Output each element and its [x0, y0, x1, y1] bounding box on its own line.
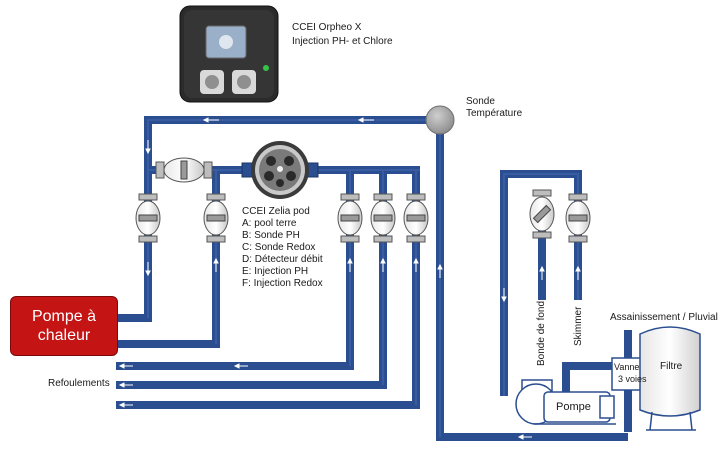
- controller-description: Injection PH- et Chlore: [292, 36, 393, 47]
- refoulements-label: Refoulements: [48, 378, 110, 389]
- bonde-de-fond-label: Bonde de fond: [536, 300, 547, 366]
- arrow-return-main: [517, 434, 532, 440]
- valve-icon: [135, 193, 161, 243]
- heat-pump-box: Pompe à chaleur: [10, 296, 118, 356]
- valve-icon: [155, 157, 213, 183]
- arrow-refoulement-2: [118, 382, 133, 388]
- valve-icon: [203, 193, 229, 243]
- pompe-label: Pompe: [556, 401, 591, 413]
- zelia-pod-item: F: Injection Redox: [242, 278, 323, 289]
- zelia-pod-item: B: Sonde PH: [242, 230, 300, 241]
- flow-arrows: [118, 117, 581, 440]
- vanne-label-line2: 3 voies: [618, 374, 647, 384]
- temperature-probe-label-line2: Température: [466, 108, 523, 119]
- pump-device: [515, 379, 616, 425]
- vanne-label-line1: Vanne: [614, 362, 640, 372]
- arrow-vertical-down: [145, 140, 507, 303]
- valve-icon: [529, 189, 555, 239]
- controller-name: CCEI Orpheo X: [292, 22, 362, 33]
- controller-device: [179, 5, 279, 103]
- arrow-refoulement-1: [118, 363, 248, 369]
- temperature-probe-icon: [425, 105, 455, 135]
- valve-icon: [403, 193, 429, 243]
- temperature-probe-label-line1: Sonde: [466, 96, 495, 107]
- zelia-pod-item: C: Sonde Redox: [242, 242, 316, 253]
- zelia-pod-item: D: Détecteur débit: [242, 254, 323, 265]
- filter-tank: [639, 326, 701, 431]
- valve-icon: [337, 193, 363, 243]
- zelia-pod: [241, 141, 319, 199]
- heat-pump-label-line1: Pompe à: [31, 308, 97, 325]
- valve-icon: [370, 193, 396, 243]
- heat-pump-label-line2: chaleur: [37, 327, 91, 344]
- arrow-vertical-up: [213, 257, 581, 280]
- zelia-pod-title: CCEI Zelia pod: [242, 206, 310, 217]
- zelia-pod-item: A: pool terre: [242, 218, 297, 229]
- zelia-pod-item: E: Injection PH: [242, 266, 309, 277]
- vertical-valves: [135, 189, 591, 243]
- filtre-label: Filtre: [660, 361, 683, 372]
- arrow-top-header: [202, 117, 374, 123]
- skimmer-label: Skimmer: [573, 306, 584, 346]
- valve-icon: [565, 193, 591, 243]
- assainissement-label: Assainissement / Pluvial: [610, 312, 718, 323]
- pipe-pump-to-vanne: [562, 362, 612, 392]
- arrow-refoulement-3: [118, 402, 133, 408]
